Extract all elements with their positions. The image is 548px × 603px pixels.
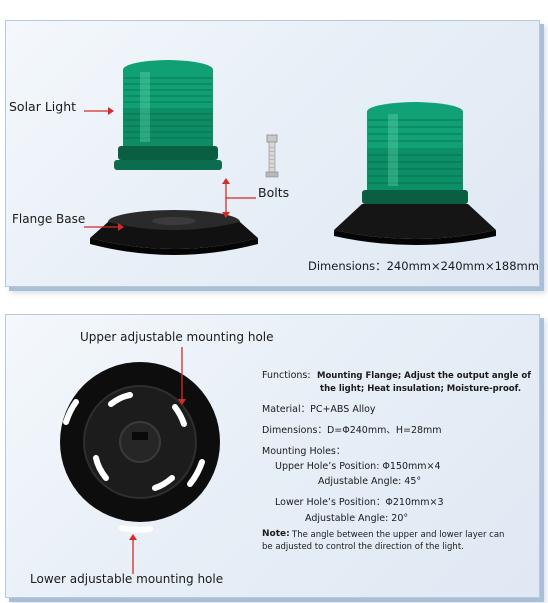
lower-hole-position: Lower Hole’s Position：Φ210mm×3: [275, 497, 444, 508]
upper-hole-position: Upper Hole’s Position: Φ150mm×4: [275, 461, 441, 472]
bolts-label: Bolts: [258, 185, 290, 200]
lower-hole-angle: Adjustable Angle: 20°: [305, 513, 409, 524]
material-text: Material：PC+ABS Alloy: [262, 404, 376, 415]
bolts-arrow: [222, 178, 256, 218]
flange-base-arrow: [84, 223, 124, 231]
solar-light-image: [114, 60, 222, 170]
flange-base-image: [90, 210, 258, 255]
functions-line-2: the light; Heat insulation; Moisture-pro…: [320, 384, 522, 394]
functions-label: Functions:: [262, 370, 311, 381]
solar-light-label: Solar Light: [9, 99, 77, 114]
solar-light-arrow: [84, 107, 114, 115]
flange-base-label: Flange Base: [12, 212, 86, 226]
dimensions-text: Dimensions：D=Φ240mm、H=28mm: [262, 425, 442, 436]
lower-hole-arrow: [129, 534, 137, 574]
upper-hole-arrow: [178, 347, 186, 405]
note-label: Note:: [262, 529, 290, 539]
lower-hole-label: Lower adjustable mounting hole: [30, 572, 224, 586]
upper-hole-label: Upper adjustable mounting hole: [80, 330, 274, 344]
functions-line-1: Mounting Flange; Adjust the output angle…: [317, 371, 531, 381]
top-dimensions-text: Dimensions：240mm×240mm×188mm: [308, 259, 539, 273]
bolt-image: [265, 134, 279, 178]
assembled-light-image: [334, 102, 496, 245]
mounting-holes-heading: Mounting Holes：: [262, 446, 346, 457]
flange-top-view-image: [60, 362, 220, 533]
note-line-2: be adjusted to control the direction of …: [262, 542, 464, 552]
note-line-1: The angle between the upper and lower la…: [292, 530, 505, 540]
upper-hole-angle: Adjustable Angle: 45°: [318, 476, 422, 487]
